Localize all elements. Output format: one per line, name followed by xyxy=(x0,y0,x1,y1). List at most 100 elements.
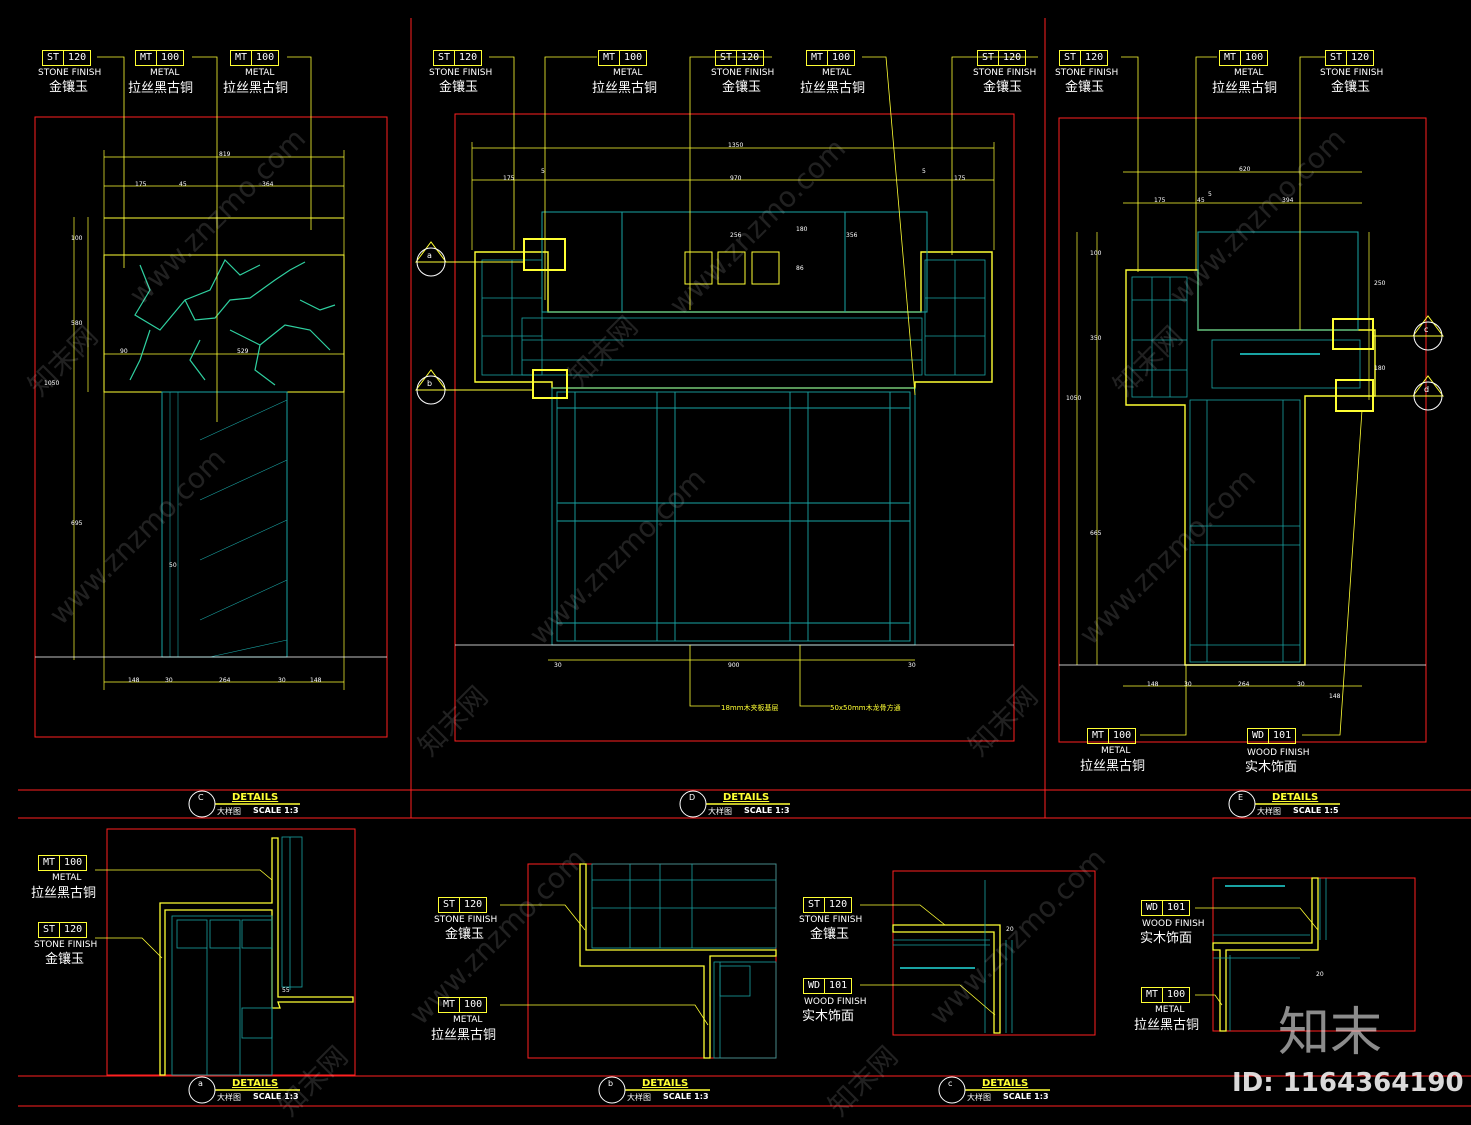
dimension-label: 819 xyxy=(219,151,231,158)
material-name-en: STONE FINISH xyxy=(38,68,102,78)
detail-title: DETAILS xyxy=(642,1078,689,1089)
dimension-label: 264 xyxy=(219,677,231,684)
detail-scale: SCALE 1:3 xyxy=(1003,1092,1049,1101)
detail-scale: SCALE 1:3 xyxy=(253,1092,299,1101)
dimension-label: 175 xyxy=(135,181,147,188)
dimension-label: 50 xyxy=(169,562,177,569)
dimension-label: 148 xyxy=(1147,681,1159,688)
dimension-label: 148 xyxy=(128,677,140,684)
material-name-cn: 拉丝黑古铜 xyxy=(223,81,289,96)
dimension-label: 45 xyxy=(179,181,187,188)
dimension-label: 1050 xyxy=(44,380,60,387)
material-name-en: METAL xyxy=(150,68,180,78)
material-name-cn: 金镶玉 xyxy=(810,927,850,942)
dimension-label: 1050 xyxy=(1066,395,1082,402)
material-name-cn: 实木饰面 xyxy=(1245,760,1298,775)
material-name-en: STONE FINISH xyxy=(429,68,493,78)
panel-d-elevation xyxy=(445,56,1038,742)
material-name-cn: 金镶玉 xyxy=(49,80,89,95)
dimension-label: 30 xyxy=(1297,681,1305,688)
material-name-cn: 拉丝黑古铜 xyxy=(31,886,97,901)
material-name-en: STONE FINISH xyxy=(434,915,498,925)
detail-d xyxy=(1195,877,1416,1032)
dimension-label: 695 xyxy=(71,520,83,527)
material-name-en: METAL xyxy=(613,68,643,78)
dimension-label: 180 xyxy=(1374,365,1386,372)
material-name-en: METAL xyxy=(453,1015,483,1025)
brand-logo: 知末 xyxy=(1278,1003,1383,1063)
detail-title: DETAILS xyxy=(1272,792,1319,803)
material-name-en: WOOD FINISH xyxy=(1142,919,1205,929)
dimension-label: 45 xyxy=(1197,197,1205,204)
detail-marker: E xyxy=(1238,793,1244,802)
detail-scale: SCALE 1:3 xyxy=(663,1092,709,1101)
detail-subtitle: 大样图 xyxy=(708,807,732,816)
dimension-label: 620 xyxy=(1239,166,1251,173)
dimension-label: 264 xyxy=(1238,681,1250,688)
material-name-en: METAL xyxy=(1101,746,1131,756)
dimension-label: 180 xyxy=(796,226,808,233)
material-name-cn: 拉丝黑古铜 xyxy=(592,81,658,96)
dimension-label: 100 xyxy=(1090,250,1102,257)
dimension-label: 148 xyxy=(1329,693,1341,700)
dimension-label: 350 xyxy=(1090,335,1102,342)
dimension-label: 20 xyxy=(1316,971,1324,978)
dimension-label: 175 xyxy=(954,175,966,182)
section-marker-b: b xyxy=(427,379,433,388)
material-name-en: METAL xyxy=(822,68,852,78)
material-name-cn: 金镶玉 xyxy=(439,80,479,95)
detail-title: DETAILS xyxy=(232,1078,279,1089)
material-name-cn: 拉丝黑古铜 xyxy=(1080,759,1146,774)
detail-title: DETAILS xyxy=(982,1078,1029,1089)
material-name-cn: 实木饰面 xyxy=(1140,931,1193,946)
material-name-cn: 拉丝黑古铜 xyxy=(800,81,866,96)
dimension-label: 30 xyxy=(908,662,916,669)
material-name-en: STONE FINISH xyxy=(1320,68,1384,78)
dimension-label: 665 xyxy=(1090,530,1102,537)
material-name-en: WOOD FINISH xyxy=(1247,748,1310,758)
material-name-cn: 金镶玉 xyxy=(1065,80,1105,95)
dimension-label: 30 xyxy=(278,677,286,684)
detail-title: DETAILS xyxy=(723,792,770,803)
detail-subtitle: 大样图 xyxy=(217,1093,241,1102)
detail-b xyxy=(500,863,777,1059)
detail-marker: C xyxy=(198,793,204,802)
material-name-en: METAL xyxy=(1234,68,1264,78)
section-marker-c: c xyxy=(1424,325,1429,334)
detail-scale: SCALE 1:5 xyxy=(1293,806,1339,815)
construction-note: 18mm木夹板基层 xyxy=(721,704,779,712)
detail-a xyxy=(95,828,356,1076)
dimension-label: 970 xyxy=(730,175,742,182)
dimension-label: 580 xyxy=(71,320,83,327)
detail-marker: c xyxy=(948,1079,953,1088)
dimension-label: 55 xyxy=(282,987,290,994)
material-name-en: STONE FINISH xyxy=(1055,68,1119,78)
material-name-en: METAL xyxy=(1155,1005,1185,1015)
dimension-label: 20 xyxy=(1006,926,1014,933)
detail-subtitle: 大样图 xyxy=(1257,807,1281,816)
detail-title: DETAILS xyxy=(232,792,279,803)
material-name-cn: 金镶玉 xyxy=(1331,80,1371,95)
dimension-label: 30 xyxy=(554,662,562,669)
dimension-label: 5 xyxy=(922,168,926,175)
